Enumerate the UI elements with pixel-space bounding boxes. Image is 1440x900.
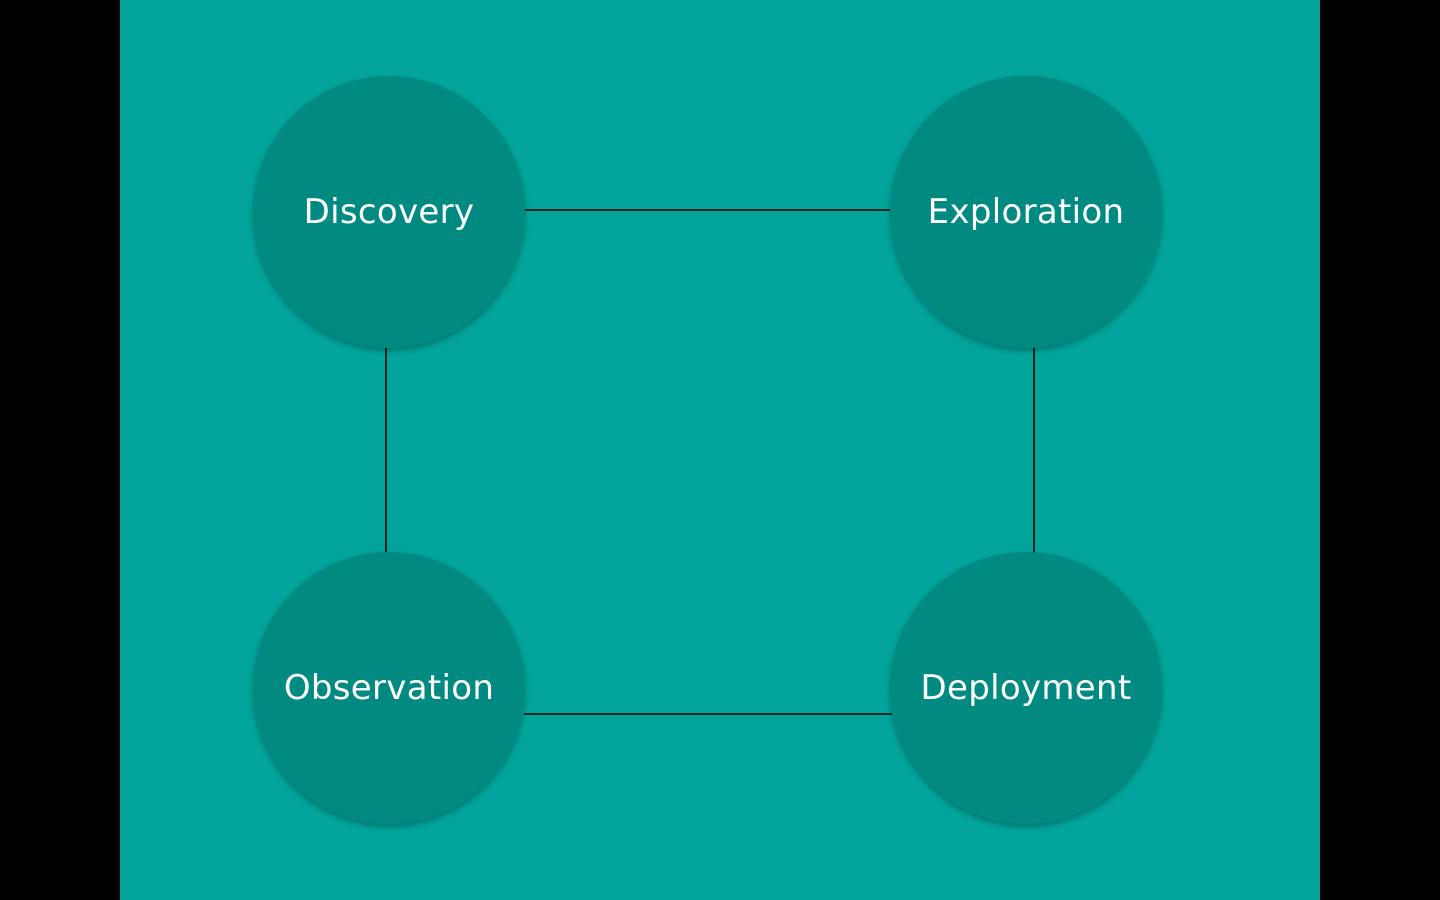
node-discovery: Discovery (253, 76, 525, 348)
node-exploration: Exploration (890, 76, 1162, 348)
node-label-deployment: Deployment (920, 668, 1132, 708)
connector-lines (385, 209, 1035, 715)
node-label-observation: Observation (283, 668, 495, 708)
node-label-exploration: Exploration (927, 192, 1125, 232)
node-label-discovery: Discovery (303, 192, 475, 232)
node-deployment: Deployment (890, 552, 1162, 824)
node-observation: Observation (253, 552, 525, 824)
slide-canvas: Discovery Exploration Deployment Observa… (120, 0, 1320, 900)
